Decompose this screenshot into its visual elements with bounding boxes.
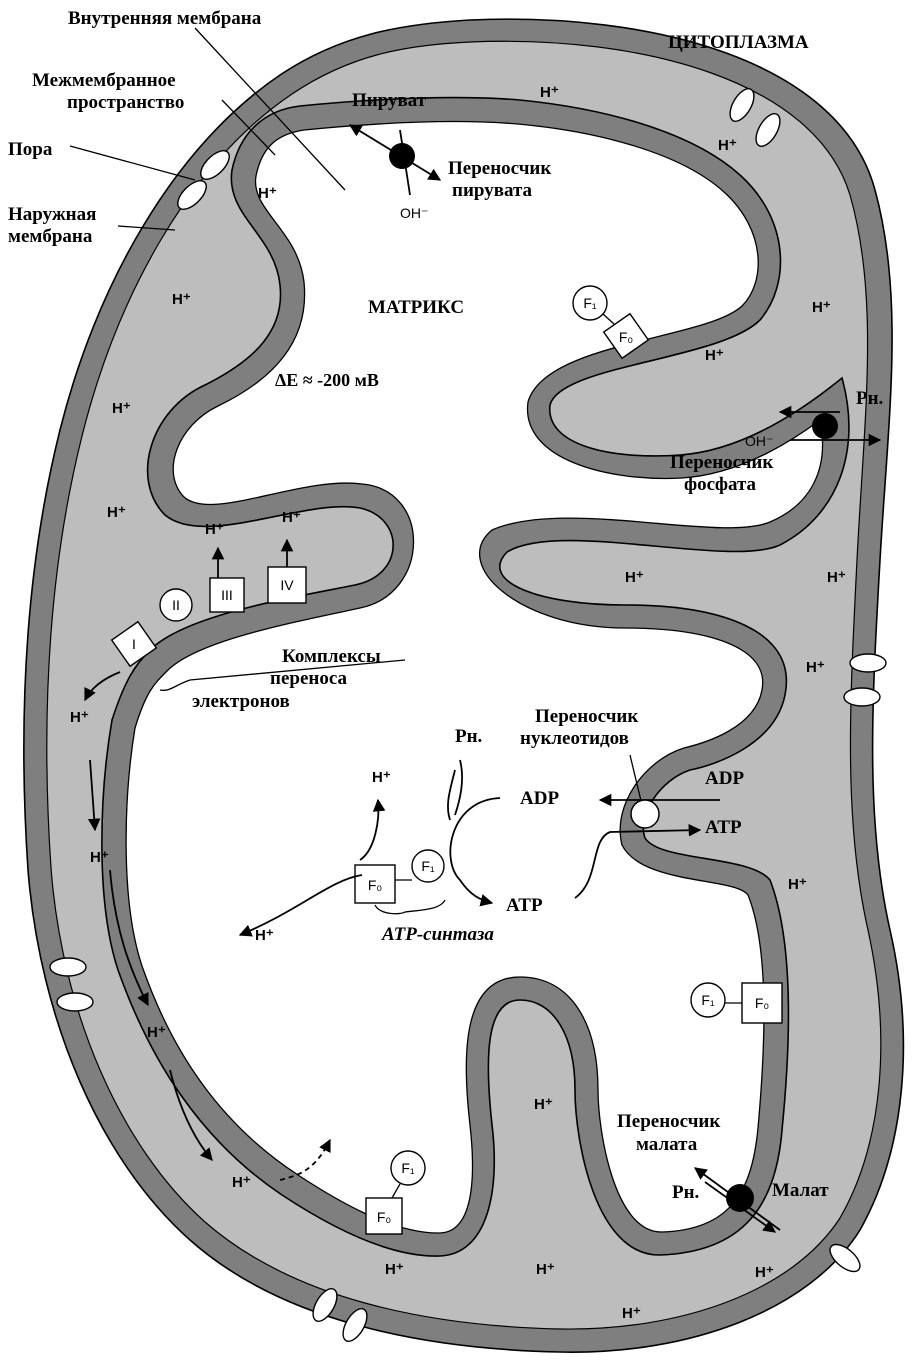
pyruvate-label: Пируват	[352, 90, 427, 111]
proton-label: H⁺	[534, 1096, 553, 1113]
complexes-label-2: переноса	[270, 668, 347, 689]
malate-carrier-label-1: Переносчик	[617, 1111, 720, 1132]
nucleotide-carrier	[631, 800, 659, 828]
f0-label: F₀	[619, 329, 634, 345]
proton-label: H⁺	[806, 659, 825, 676]
atp-label-right: ATP	[705, 817, 742, 838]
proton-label: H⁺	[755, 1264, 774, 1281]
pore	[57, 993, 93, 1011]
f1-label: F₁	[421, 858, 435, 874]
phosphate-label-top: Pн.	[856, 388, 883, 409]
outer-membrane-label-2: мембрана	[8, 226, 93, 247]
phosphate-label-mid: Pн.	[455, 726, 482, 747]
malate-carrier-label-2: малата	[636, 1134, 698, 1155]
proton-label: H⁺	[372, 769, 391, 786]
phosphate-carrier	[812, 413, 838, 439]
pyruvate-carrier	[389, 143, 415, 169]
proton-label: H⁺	[705, 347, 724, 364]
proton-label: H⁺	[258, 185, 277, 202]
f0-label: F₀	[377, 1209, 392, 1225]
hydroxide-label-right: OH⁻	[745, 433, 773, 449]
proton-label: H⁺	[282, 509, 301, 526]
nucleotide-carrier-label-2: нуклеотидов	[520, 728, 629, 749]
proton-label: H⁺	[107, 504, 126, 521]
membrane-potential-label: ΔE ≈ -200 мВ	[275, 370, 379, 390]
intermembrane-label-1: Межмембранное	[32, 70, 176, 91]
pore	[844, 688, 880, 706]
complex-iv-label: IV	[280, 577, 294, 593]
pyruvate-carrier-label-2: пирувата	[452, 180, 533, 201]
pore	[50, 958, 86, 976]
proton-label: H⁺	[788, 876, 807, 893]
proton-label: H⁺	[625, 569, 644, 586]
cytoplasm-label: ЦИТОПЛАЗМА	[668, 32, 809, 53]
phosphate-label-bottom: Pн.	[672, 1182, 699, 1203]
atp-label-left: ATP	[506, 895, 543, 916]
atp-synthase-label: ATP-синтаза	[381, 924, 494, 945]
complex-i-label: I	[132, 636, 136, 652]
phosphate-carrier-label-2: фосфата	[684, 474, 757, 495]
adp-label-right: ADP	[705, 768, 744, 789]
f1-label: F₁	[401, 1160, 415, 1176]
adp-label-left: ADP	[520, 788, 559, 809]
proton-label: H⁺	[536, 1261, 555, 1278]
matrix-label: МАТРИКС	[368, 297, 464, 318]
pore	[850, 654, 886, 672]
pyruvate-carrier-label-1: Переносчик	[448, 158, 551, 179]
proton-label: H⁺	[718, 137, 737, 154]
proton-label: H⁺	[172, 291, 191, 308]
proton-label: H⁺	[812, 299, 831, 316]
outer-membrane-label-1: Наружная	[8, 204, 96, 225]
proton-label: H⁺	[540, 84, 559, 101]
proton-label: H⁺	[255, 927, 274, 944]
complexes-label-1: Комплексы	[282, 646, 381, 667]
proton-label: H⁺	[147, 1024, 166, 1041]
malate-label: Малат	[772, 1180, 829, 1201]
proton-label: H⁺	[827, 569, 846, 586]
complex-iii-label: III	[221, 587, 233, 603]
proton-label: H⁺	[232, 1174, 251, 1191]
proton-label: H⁺	[90, 849, 109, 866]
inner-membrane-label: Внутренняя мембрана	[68, 8, 262, 29]
f0-label: F₀	[755, 995, 770, 1011]
phosphate-carrier-label-1: Переносчик	[670, 452, 773, 473]
complex-iii: III	[210, 578, 244, 612]
f1-label: F₁	[701, 992, 715, 1008]
complex-ii-label: II	[172, 597, 180, 613]
f1-label: F₁	[583, 295, 597, 311]
malate-carrier	[726, 1184, 754, 1212]
proton-label: H⁺	[385, 1261, 404, 1278]
pore-label: Пора	[8, 139, 53, 160]
proton-label: H⁺	[70, 709, 89, 726]
nucleotide-carrier-label-1: Переносчик	[535, 706, 638, 727]
complex-iv: IV	[268, 567, 306, 603]
hydroxide-label: OH⁻	[400, 205, 428, 221]
complexes-label-3: электронов	[192, 691, 290, 712]
proton-label: H⁺	[112, 400, 131, 417]
proton-label: H⁺	[205, 521, 224, 538]
intermembrane-label-2: пространство	[67, 92, 184, 113]
proton-label: H⁺	[622, 1305, 641, 1322]
f0-label: F₀	[368, 877, 383, 893]
complex-ii: II	[160, 589, 192, 621]
